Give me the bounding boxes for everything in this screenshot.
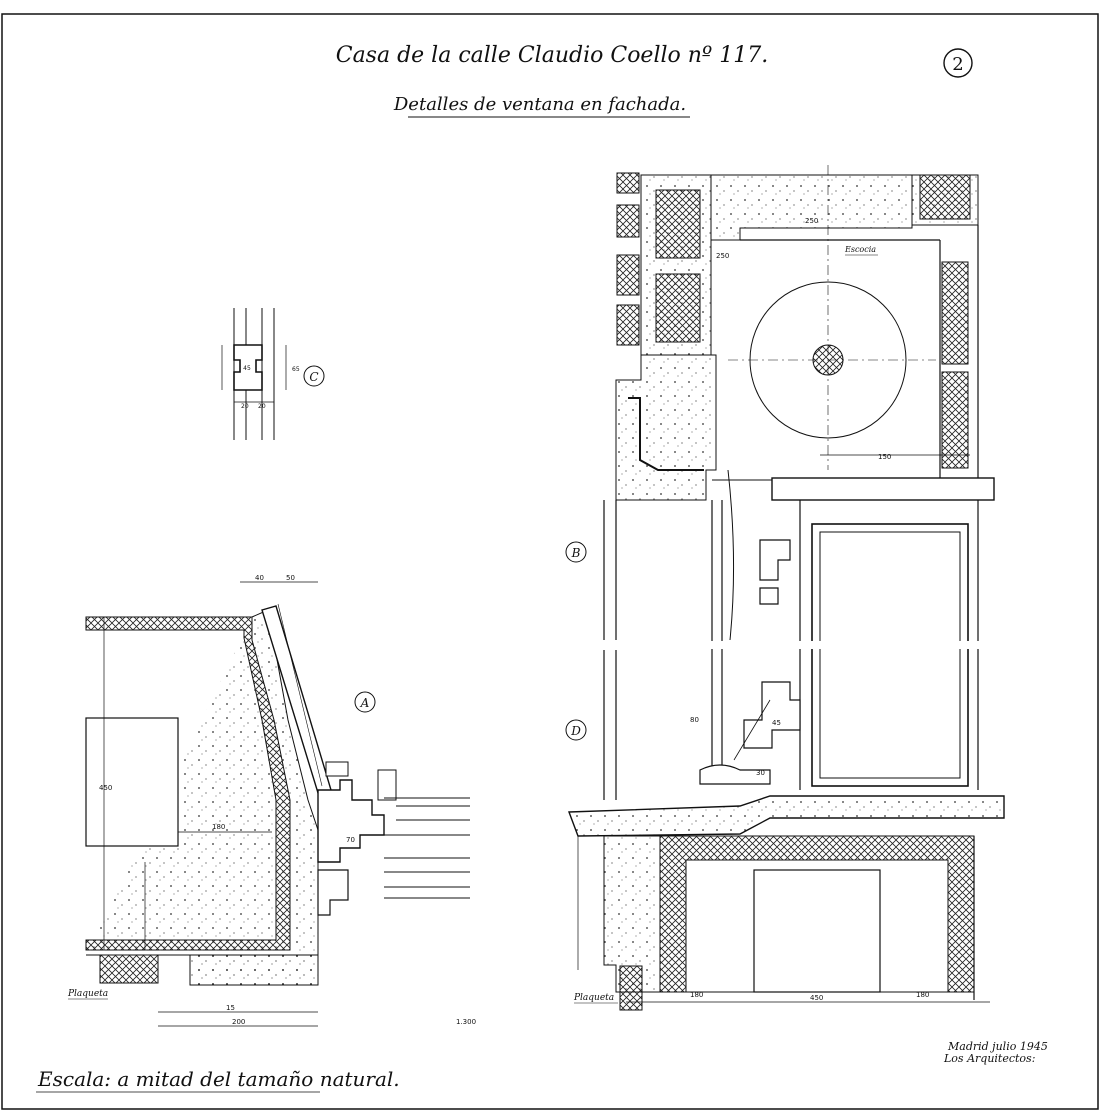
c-dim-4: 20 [258, 403, 266, 410]
detail-b-label-circle [565, 541, 587, 563]
signature-architects: Los Arquitectos: [943, 1052, 1035, 1065]
a-dim-5: 15 [226, 1004, 235, 1012]
sheet-number: 2 [952, 54, 963, 75]
scale-note: Escala: a mitad del tamaño natural. [37, 1067, 400, 1091]
detail-c: 45 65 20 20 C [221, 308, 325, 440]
sheet-subtitle: Detalles de ventana en fachada. [393, 94, 686, 115]
detail-b-label: B [571, 546, 581, 560]
c-dim-3: 20 [241, 403, 249, 410]
a-dim-3: 450 [99, 784, 112, 792]
a-dim-7: 70 [346, 836, 355, 844]
d-dim-4: 180 [690, 991, 703, 999]
a-dim-6: 200 [232, 1018, 245, 1026]
a-dim-2: 50 [286, 574, 295, 582]
sheet-border [1, 13, 1099, 1110]
detail-c-label: C [309, 370, 318, 384]
a-dim-4: 180 [212, 823, 225, 831]
a-ratio-note: 1.300 [456, 1018, 476, 1026]
b-dim-1: 250 [805, 217, 818, 225]
detail-a: 40 50 450 180 15 200 70 1.300 Plaqueta A [67, 574, 476, 1027]
detail-c-label-circle [303, 365, 325, 387]
plaqueta-left-label: Plaqueta [67, 989, 108, 999]
c-dim-1: 45 [243, 365, 251, 372]
d-dim-5: 450 [810, 994, 823, 1002]
sheet-number-circle [943, 48, 973, 78]
plaqueta-right-label: Plaqueta [573, 993, 614, 1003]
c-dim-2: 65 [292, 366, 300, 373]
section-top-lintel: 250 250 150 Escocia [615, 165, 995, 501]
a-dim-1: 40 [255, 574, 264, 582]
section-bottom-wall: 180 450 180 Plaqueta [573, 835, 990, 1011]
detail-a-label: A [360, 696, 370, 710]
sheet-title: Casa de la calle Claudio Coello nº 117. [336, 43, 769, 68]
d-dim-2: 45 [772, 719, 781, 727]
b-dim-2: 250 [716, 252, 729, 260]
d-dim-6: 180 [916, 991, 929, 999]
b-dim-3: 150 [878, 453, 891, 461]
signature-date: Madrid julio 1945 [947, 1040, 1048, 1053]
section-window: 80 45 30 B D [565, 469, 1005, 837]
window-panel [811, 523, 969, 787]
d-dim-1: 80 [690, 716, 699, 724]
escocia-label: Escocia [844, 245, 876, 254]
detail-a-label-circle [354, 691, 376, 713]
detail-d-label-circle [565, 719, 587, 741]
detail-d-label: D [570, 724, 581, 738]
d-dim-3: 30 [756, 769, 765, 777]
